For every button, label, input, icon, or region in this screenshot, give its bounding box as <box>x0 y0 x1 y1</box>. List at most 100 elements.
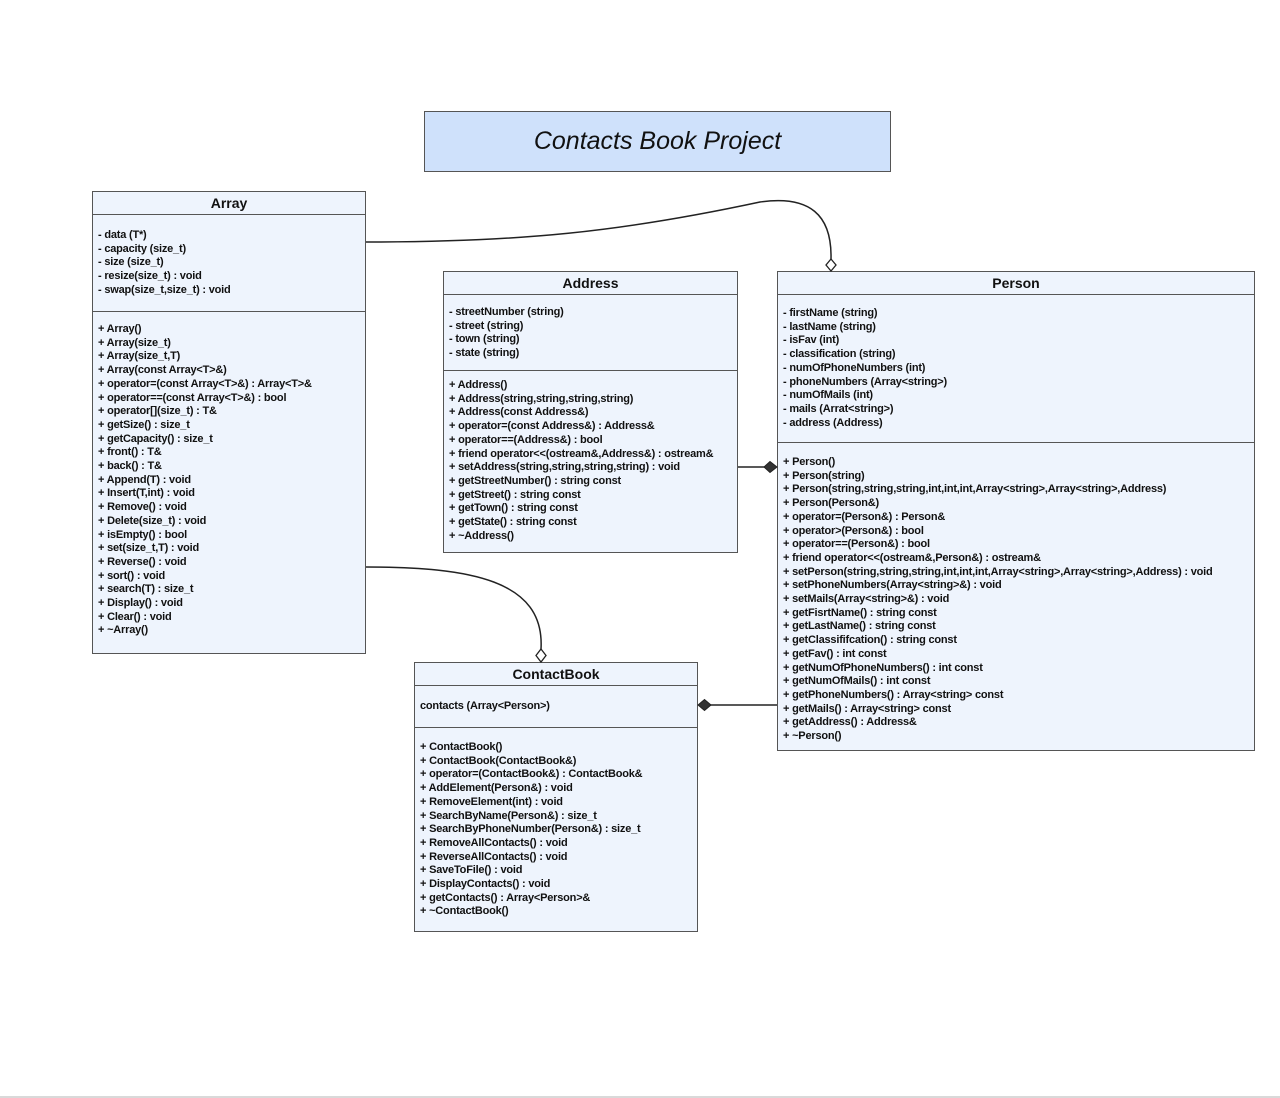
class-operation: + Address(string,string,string,string) <box>449 392 634 405</box>
class-operation: + setAddress(string,string,string,string… <box>449 461 680 474</box>
class-operation: + operator=(const Address&) : Address& <box>449 420 655 433</box>
class-operation: + getLastName() : string const <box>783 620 936 633</box>
class-operation: + Clear() : void <box>98 610 172 623</box>
class-operation: + RemoveElement(int) : void <box>420 795 563 808</box>
class-attributes: - firstName (string)- lastName (string)-… <box>778 295 1254 443</box>
array-contactbook-aggregation-line <box>365 566 542 650</box>
composition-diamond-contactbook <box>697 698 712 712</box>
array-person-aggregation-line <box>365 199 832 260</box>
class-operation: + Array(size_t) <box>98 336 171 349</box>
class-operation: + Remove() : void <box>98 501 187 514</box>
class-attribute: - classification (string) <box>783 348 896 361</box>
class-attribute: - mails (Arrat<string>) <box>783 402 894 415</box>
class-operation: + RemoveAllContacts() : void <box>420 836 568 849</box>
class-operation: + Insert(T,int) : void <box>98 487 195 500</box>
diagram-title: Contacts Book Project <box>533 127 782 155</box>
class-operation: + setMails(Array<string>&) : void <box>783 593 950 606</box>
class-operation: + ContactBook(ContactBook&) <box>420 754 577 767</box>
class-array: Array - data (T*)- capacity (size_t)- si… <box>92 191 366 654</box>
class-operation: + SaveToFile() : void <box>420 864 523 877</box>
class-operation: + getClassififcation() : string const <box>783 634 957 647</box>
class-attributes: - data (T*)- capacity (size_t)- size (si… <box>93 215 365 312</box>
class-operation: + operator==(Address&) : bool <box>449 433 603 446</box>
class-operation: + operator[](size_t) : T& <box>98 405 217 418</box>
class-name: Person <box>778 272 1254 295</box>
class-operation: + Array() <box>98 323 142 335</box>
class-operation: + friend operator<<(ostream&,Address&) :… <box>449 447 714 460</box>
class-attribute: - capacity (size_t) <box>98 242 186 255</box>
class-person: Person - firstName (string)- lastName (s… <box>777 271 1255 751</box>
class-operation: + getNumOfPhoneNumbers() : int const <box>783 661 983 674</box>
class-attribute: - phoneNumbers (Array<string>) <box>783 375 947 388</box>
class-address: Address - streetNumber (string)- street … <box>443 271 738 553</box>
diagram-title-box: Contacts Book Project <box>424 111 891 172</box>
class-operation: + Address(const Address&) <box>449 406 589 419</box>
class-operation: + getAddress() : Address& <box>783 716 917 729</box>
class-operation: + getFisrtName() : string const <box>783 606 937 619</box>
class-operation: + Person() <box>783 456 836 468</box>
class-operation: + getState() : string const <box>449 516 577 529</box>
class-operation: + ContactBook() <box>420 741 503 753</box>
class-operation: + Delete(size_t) : void <box>98 514 207 527</box>
class-attribute: - lastName (string) <box>783 320 876 333</box>
class-operation: + operator=(ContactBook&) : ContactBook& <box>420 768 643 781</box>
class-name: Array <box>93 192 365 215</box>
class-attribute: - swap(size_t,size_t) : void <box>98 283 231 296</box>
class-operation: + Display() : void <box>98 597 183 610</box>
class-attribute: - data (T*) <box>98 229 147 241</box>
class-operation: + getCapacity() : size_t <box>98 432 213 445</box>
class-attribute: - resize(size_t) : void <box>98 270 202 283</box>
class-operation: + friend operator<<(ostream&,Person&) : … <box>783 551 1041 564</box>
class-operation: + DisplayContacts() : void <box>420 878 551 891</box>
class-operation: + back() : T& <box>98 460 162 473</box>
bottom-divider <box>0 1096 1280 1098</box>
class-operation: + ~Person() <box>783 730 842 743</box>
class-operation: + operator==(const Array<T>&) : bool <box>98 391 287 404</box>
class-operation: + operator>(Person&) : bool <box>783 524 924 537</box>
class-operation: + set(size_t,T) : void <box>98 542 200 555</box>
class-operation: + Person(string,string,string,int,int,in… <box>783 483 1167 496</box>
class-contactbook: ContactBook contacts (Array<Person>) + C… <box>414 662 698 932</box>
aggregation-diamond-contactbook <box>535 647 547 664</box>
class-operation: + operator=(Person&) : Person& <box>783 510 946 523</box>
class-attributes: contacts (Array<Person>) <box>415 686 697 728</box>
class-operation: + getStreet() : string const <box>449 488 581 501</box>
class-operation: + SearchByPhoneNumber(Person&) : size_t <box>420 823 641 836</box>
class-attribute: - size (size_t) <box>98 256 164 269</box>
class-operation: + getContacts() : Array<Person>& <box>420 891 591 904</box>
class-operation: + front() : T& <box>98 446 162 459</box>
composition-diamond-person <box>763 460 778 474</box>
class-operation: + setPhoneNumbers(Array<string>&) : void <box>783 579 1002 592</box>
class-attributes: - streetNumber (string)- street (string)… <box>444 295 737 371</box>
class-operation: + getTown() : string const <box>449 502 578 515</box>
class-operation: + Person(string) <box>783 469 865 482</box>
class-attribute: - streetNumber (string) <box>449 306 564 318</box>
class-attribute: - firstName (string) <box>783 307 878 319</box>
class-operation: + getFav() : int const <box>783 647 887 660</box>
class-operation: + Person(Person&) <box>783 497 879 510</box>
class-operation: + search(T) : size_t <box>98 583 194 596</box>
class-attribute: - numOfMails (int) <box>783 389 873 402</box>
class-operation: + Array(size_t,T) <box>98 350 181 363</box>
class-attribute: - state (string) <box>449 347 520 360</box>
class-operation: + ReverseAllContacts() : void <box>420 850 568 863</box>
class-operations: + Person()+ Person(string)+ Person(strin… <box>778 443 1254 744</box>
class-operation: + getPhoneNumbers() : Array<string> cons… <box>783 688 1004 701</box>
class-operation: + ~Address() <box>449 529 514 542</box>
class-operation: + getNumOfMails() : int const <box>783 675 931 688</box>
class-operation: + Array(const Array<T>&) <box>98 364 227 377</box>
class-operation: + Reverse() : void <box>98 555 187 568</box>
class-operation: + AddElement(Person&) : void <box>420 782 573 795</box>
class-operations: + Address()+ Address(string,string,strin… <box>444 371 737 543</box>
class-attribute: - address (Address) <box>783 416 883 429</box>
class-operation: + sort() : void <box>98 569 165 582</box>
class-attribute: - numOfPhoneNumbers (int) <box>783 361 926 374</box>
class-operation: + operator==(Person&) : bool <box>783 538 930 551</box>
class-operation: + Append(T) : void <box>98 473 191 486</box>
class-attribute: - street (string) <box>449 319 524 332</box>
class-attribute: - isFav (int) <box>783 334 840 347</box>
class-operations: + ContactBook()+ ContactBook(ContactBook… <box>415 728 697 919</box>
class-operation: + isEmpty() : bool <box>98 528 187 541</box>
